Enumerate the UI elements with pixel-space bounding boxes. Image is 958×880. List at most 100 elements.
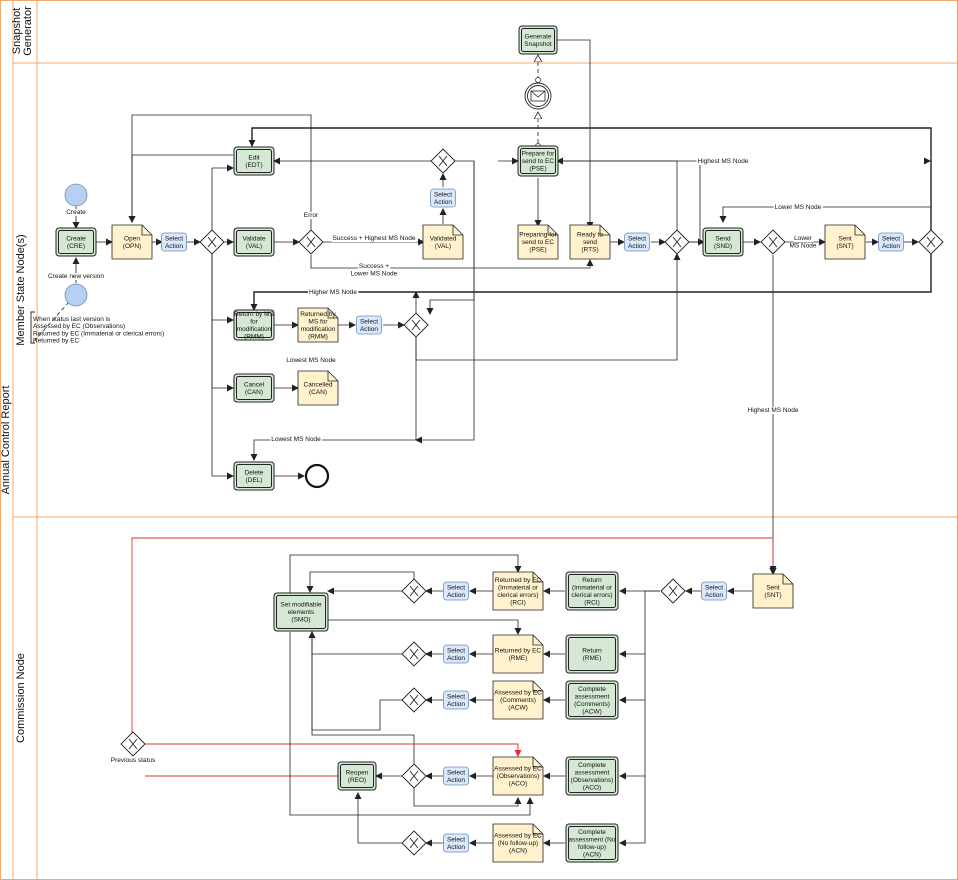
status-assessed-aco: Assessed by EC(Observations)(ACO) xyxy=(492,756,544,796)
text-line: Return xyxy=(582,647,602,654)
text-line: Select xyxy=(447,836,465,843)
sequence-flow xyxy=(250,337,417,461)
svg-text:Returned by EC (Immaterial or: Returned by EC (Immaterial or clerical e… xyxy=(33,330,164,337)
text-line: for xyxy=(250,318,258,325)
text-line: Action xyxy=(165,243,183,250)
task-create[interactable]: Create(CRE) xyxy=(55,227,97,257)
text-line: Action xyxy=(434,199,452,206)
pool-title: Annual Control Report xyxy=(0,386,12,495)
svg-text:Assessed by EC (Observations): Assessed by EC (Observations) xyxy=(33,323,125,330)
text-line: Prepare for xyxy=(522,151,555,158)
task-delete[interactable]: Delete(DEL) xyxy=(233,461,275,491)
gateway-rci[interactable] xyxy=(401,578,427,604)
task-return-rme[interactable]: Return(RME) xyxy=(565,634,619,674)
text-line: Return xyxy=(582,577,602,584)
svg-text:MS Node: MS Node xyxy=(789,243,816,250)
text-line: (RMM) xyxy=(244,333,264,340)
text-line: Generate xyxy=(524,33,551,40)
text-line: (RCI) xyxy=(510,599,526,606)
text-line: Select xyxy=(705,584,723,591)
sequence-flow xyxy=(128,114,312,230)
text-line: Ready to xyxy=(577,232,603,239)
lane-title-commission: Commission Node xyxy=(15,653,27,743)
text-line: Sent xyxy=(838,235,852,242)
text-line: Select xyxy=(434,191,452,198)
text-line: modification xyxy=(237,326,272,333)
label-previous-status: Previous status xyxy=(109,757,157,764)
text-line: MS for xyxy=(308,318,328,325)
text-line: Complete xyxy=(578,762,606,769)
text-line: Sent xyxy=(766,584,780,591)
task-cancel[interactable]: Cancel(CAN) xyxy=(233,373,275,403)
message-event-icon xyxy=(524,82,552,110)
text-line: Action xyxy=(882,243,900,250)
text-line: (ACN) xyxy=(583,851,601,858)
label-success-highest: Success + Highest MS Node xyxy=(331,235,417,242)
status-returned-rme: Returned by EC(RME) xyxy=(492,634,544,674)
text-line: (PSE) xyxy=(529,247,546,254)
sequence-flow xyxy=(34,301,70,341)
sequence-flow xyxy=(145,743,522,757)
gateway-acn[interactable] xyxy=(401,830,427,856)
gateway-aco[interactable] xyxy=(401,763,427,789)
text-line: Action xyxy=(447,844,465,851)
text-line: Action xyxy=(360,326,378,333)
start-event-new-version[interactable] xyxy=(64,283,88,307)
task-edit[interactable]: Edit(EDT) xyxy=(233,146,275,176)
task-validate[interactable]: Validate(VAL) xyxy=(233,227,275,257)
gateway-sent[interactable] xyxy=(918,229,944,255)
text-line: (VAL) xyxy=(435,243,451,250)
text-line: Set modifiable xyxy=(280,602,322,609)
gateway-validate[interactable] xyxy=(298,229,324,255)
svg-text:Create new version: Create new version xyxy=(48,273,104,280)
gateway-open[interactable] xyxy=(199,229,225,255)
text-line: (RME) xyxy=(509,655,528,662)
task-reopen[interactable]: Reopen(REO) xyxy=(337,761,377,791)
text-line: (CAN) xyxy=(245,389,263,396)
gateway-rme[interactable] xyxy=(401,641,427,667)
gateway-acw[interactable] xyxy=(401,687,427,713)
gateway-previous-status[interactable] xyxy=(120,731,146,757)
sequence-flow xyxy=(308,631,415,764)
gateway-rmm[interactable] xyxy=(403,312,429,338)
lane-title-member: Member State Node(s) xyxy=(15,234,27,345)
status-open: Open(OPN) xyxy=(111,224,153,260)
svg-text:Lowest MS Node: Lowest MS Node xyxy=(271,436,321,443)
text-line: Action xyxy=(447,592,465,599)
gateway-ready[interactable] xyxy=(664,229,690,255)
text-line: (ACN) xyxy=(509,848,527,855)
text-line: Delete xyxy=(245,469,264,476)
task-send[interactable]: Send(SND) xyxy=(702,227,744,257)
status-assessed-acw: Assessed by EC(Comments)(ACW) xyxy=(492,680,544,720)
gateway-send[interactable] xyxy=(760,229,786,255)
text-line: (PSE) xyxy=(529,166,546,173)
gateway-validated[interactable] xyxy=(430,148,456,174)
label-highest-ms-node-down: Highest MS Node xyxy=(746,407,800,414)
gateway-commission[interactable] xyxy=(660,578,686,604)
text-line: Assessed by EC xyxy=(494,833,542,840)
text-line: send xyxy=(583,239,597,246)
text-line: (REO) xyxy=(348,777,366,784)
label-create: Create xyxy=(65,209,88,216)
start-event-create[interactable] xyxy=(64,183,88,207)
